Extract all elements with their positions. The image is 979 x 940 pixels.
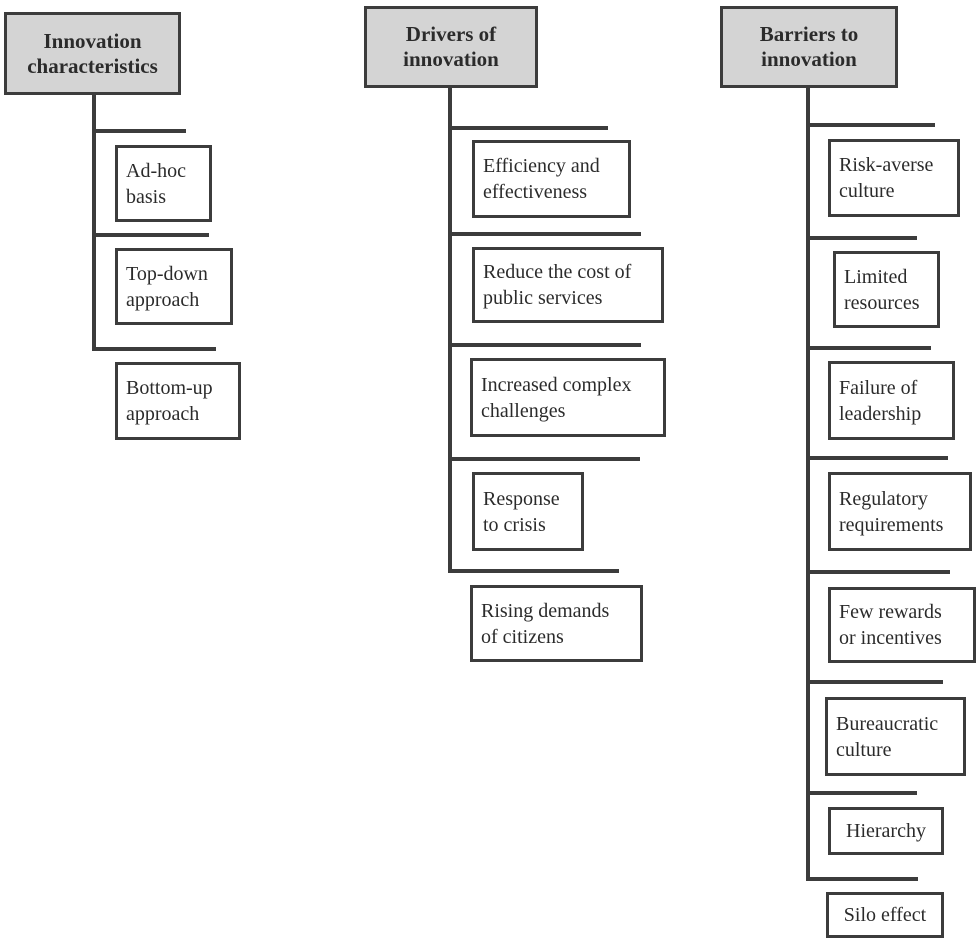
- barriers-branch-line: [806, 123, 935, 127]
- drivers-branch-line: [448, 232, 641, 236]
- barriers-branch-line: [806, 877, 918, 881]
- drivers-trunk-line: [448, 88, 452, 573]
- node-silo-effect: Silo effect: [826, 892, 944, 938]
- barriers-branch-line: [806, 791, 917, 795]
- node-limited-resources: Limited resources: [833, 251, 940, 328]
- drivers-branch-line: [448, 457, 640, 461]
- node-bottom-up-approach: Bottom-up approach: [115, 362, 241, 440]
- barriers-branch-line: [806, 456, 948, 460]
- characteristics-branch-line: [92, 129, 186, 133]
- node-ad-hoc-basis: Ad-hoc basis: [115, 145, 212, 222]
- node-hierarchy: Hierarchy: [828, 807, 944, 855]
- characteristics-branch-line: [92, 347, 216, 351]
- barriers-branch-line: [806, 570, 950, 574]
- node-failure-of-leadership: Failure of leadership: [828, 361, 955, 440]
- characteristics-branch-line: [92, 233, 209, 237]
- node-rising-demands-of-citizens: Rising demands of citizens: [470, 585, 643, 662]
- characteristics-trunk-line: [92, 95, 96, 351]
- node-bureaucratic-culture: Bureaucratic culture: [825, 697, 966, 776]
- drivers-branch-line: [448, 569, 619, 573]
- node-few-rewards-or-incentives: Few rewards or incentives: [828, 587, 976, 663]
- innovation-characteristics-header: Innovation characteristics: [4, 12, 181, 95]
- barriers-branch-line: [806, 346, 931, 350]
- barriers-to-innovation-header: Barriers to innovation: [720, 6, 898, 88]
- drivers-branch-line: [448, 343, 641, 347]
- drivers-branch-line: [448, 126, 608, 130]
- node-increased-complex-challenges: Increased complex challenges: [470, 358, 666, 437]
- node-top-down-approach: Top-down approach: [115, 248, 233, 325]
- barriers-branch-line: [806, 680, 943, 684]
- node-risk-averse-culture: Risk-averse culture: [828, 139, 960, 217]
- node-reduce-cost-of-public-services: Reduce the cost of public services: [472, 247, 664, 323]
- node-regulatory-requirements: Regulatory requirements: [828, 472, 972, 551]
- barriers-trunk-line: [806, 88, 810, 881]
- drivers-of-innovation-header: Drivers of innovation: [364, 6, 538, 88]
- barriers-branch-line: [806, 236, 917, 240]
- node-response-to-crisis: Response to crisis: [472, 472, 584, 551]
- node-efficiency-and-effectiveness: Efficiency and effectiveness: [472, 140, 631, 218]
